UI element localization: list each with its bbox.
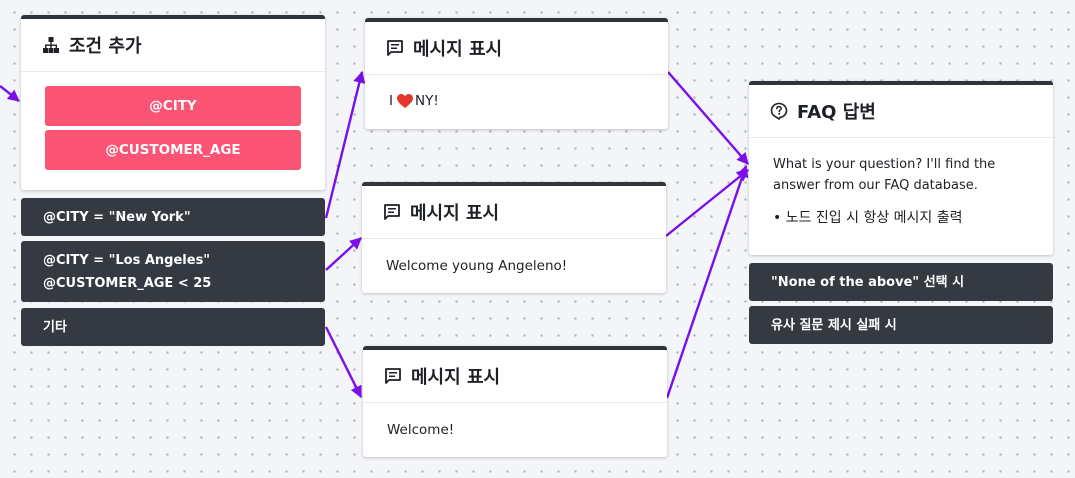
faq-node[interactable]: FAQ 답변 What is your question? I'll find … — [749, 81, 1053, 255]
message-text: Welcome! — [387, 422, 455, 438]
message-icon — [382, 202, 402, 222]
message-text: Welcome young Angeleno! — [386, 258, 568, 274]
branch-label: "None of the above" 선택 시 — [771, 274, 965, 290]
message-node-3[interactable]: 메시지 표시 Welcome! — [363, 346, 667, 457]
faq-node-header: FAQ 답변 — [749, 85, 1053, 138]
branch-label: @CITY = "New York" — [43, 209, 191, 225]
question-bubble-icon — [769, 101, 789, 121]
condition-node-title: 조건 추가 — [69, 36, 142, 57]
message-text-before: I — [389, 93, 393, 109]
message-body: Welcome! — [363, 403, 667, 458]
branch-label: 유사 질문 제시 실패 시 — [771, 317, 897, 333]
branch-label: @CITY = "Los Angeles" — [43, 252, 211, 268]
edge-msg2-faq — [665, 169, 749, 237]
message-body: Welcome young Angeleno! — [362, 239, 666, 294]
message-text-after: NY! — [414, 93, 439, 109]
edge-newyork — [324, 70, 366, 219]
sitemap-icon — [41, 35, 61, 55]
edge-else — [324, 326, 363, 399]
variable-pill-label: @CITY — [149, 98, 197, 114]
edge-msg1-faq — [667, 71, 749, 165]
message-node-header: 메시지 표시 — [363, 350, 667, 403]
branch-else[interactable]: 기타 — [21, 308, 325, 346]
message-node-title: 메시지 표시 — [413, 39, 503, 60]
branch-newyork[interactable]: @CITY = "New York" — [21, 198, 325, 236]
branch-label: 기타 — [43, 319, 67, 335]
message-node-2[interactable]: 메시지 표시 Welcome young Angeleno! — [362, 182, 666, 293]
edge-incoming — [0, 85, 20, 102]
heart-icon — [396, 94, 413, 109]
variable-pill-label: @CUSTOMER_AGE — [105, 142, 241, 158]
branch-label-2: @CUSTOMER_AGE < 25 — [43, 275, 212, 291]
message-node-1[interactable]: 메시지 표시 I NY! — [365, 18, 668, 129]
message-icon — [383, 366, 403, 386]
condition-node-header: 조건 추가 — [21, 19, 325, 72]
faq-prompt: What is your question? I'll find the ans… — [773, 157, 996, 193]
message-icon — [385, 38, 405, 58]
message-node-title: 메시지 표시 — [410, 203, 500, 224]
message-node-title: 메시지 표시 — [411, 367, 501, 388]
faq-branch-none-of-above[interactable]: "None of the above" 선택 시 — [749, 263, 1053, 301]
faq-branch-no-similar[interactable]: 유사 질문 제시 실패 시 — [749, 306, 1053, 344]
variable-pill-customer-age[interactable]: @CUSTOMER_AGE — [45, 130, 301, 170]
faq-body: What is your question? I'll find the ans… — [749, 138, 1053, 245]
message-node-header: 메시지 표시 — [362, 186, 666, 239]
faq-node-title: FAQ 답변 — [797, 102, 876, 123]
edge-losangeles — [325, 237, 362, 271]
edge-msg3-faq — [665, 164, 749, 399]
variable-pill-city[interactable]: @CITY — [45, 86, 301, 126]
message-node-header: 메시지 표시 — [365, 22, 668, 75]
branch-losangeles[interactable]: @CITY = "Los Angeles" @CUSTOMER_AGE < 25 — [21, 241, 325, 302]
faq-bullet: • 노드 진입 시 항상 메시지 출력 — [773, 210, 963, 226]
message-body: I NY! — [365, 75, 668, 128]
